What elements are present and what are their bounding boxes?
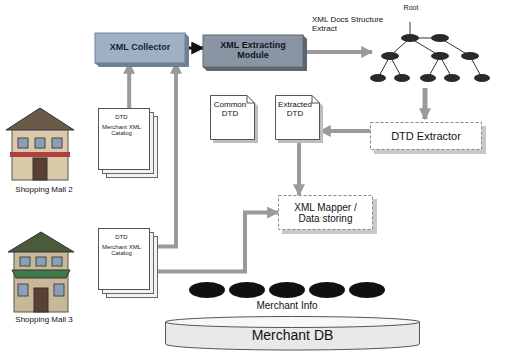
node-title: Common DTD xyxy=(213,101,247,119)
building-icon xyxy=(6,108,74,180)
node-title: DTD xyxy=(115,234,127,241)
building-label: Shopping Mall 3 xyxy=(4,316,84,325)
process-box: XML Mapper / Data storing xyxy=(278,195,373,230)
data-label: Merchant Info xyxy=(247,300,327,311)
database-cylinder: Merchant DB xyxy=(165,316,420,350)
node-title: DTD xyxy=(115,114,127,121)
flow-label: XML Docs Structure Extract xyxy=(312,16,402,34)
node-title: XML Collector xyxy=(110,43,170,53)
process-box: DTD Extractor xyxy=(370,122,482,150)
node-body: Merchant XML Catalog xyxy=(101,244,142,257)
tree-figure xyxy=(378,22,482,78)
flow-arrow xyxy=(423,88,428,119)
node-title: XML Extracting Module xyxy=(209,41,297,61)
flow-arrow xyxy=(297,140,301,195)
node-title: Merchant DB xyxy=(252,328,334,343)
tree-node xyxy=(370,34,490,82)
flow-arrow xyxy=(320,129,370,133)
building-icon xyxy=(8,232,74,312)
node-title: Extracted DTD xyxy=(278,101,312,119)
flow-arrow xyxy=(150,213,278,272)
node-body: Merchant XML Catalog xyxy=(101,124,142,137)
flow-arrow xyxy=(306,50,372,54)
document-stack: DTD Merchant XML Catalog xyxy=(98,108,150,170)
tree-root-label: Root xyxy=(398,4,424,12)
document-stack: DTD Merchant XML Catalog xyxy=(98,228,150,290)
flow-arrow xyxy=(127,63,131,108)
node-title: XML Mapper / Data storing xyxy=(284,202,367,224)
document-icon: Common DTD xyxy=(210,95,255,140)
process-box: XML Collector xyxy=(95,33,185,63)
document-icon: Extracted DTD xyxy=(275,95,320,140)
process-box: XML Extracting Module xyxy=(203,35,303,67)
building-label: Shopping Mall 2 xyxy=(4,186,84,195)
merchant-info-record xyxy=(189,282,385,298)
node-title: DTD Extractor xyxy=(391,130,461,142)
